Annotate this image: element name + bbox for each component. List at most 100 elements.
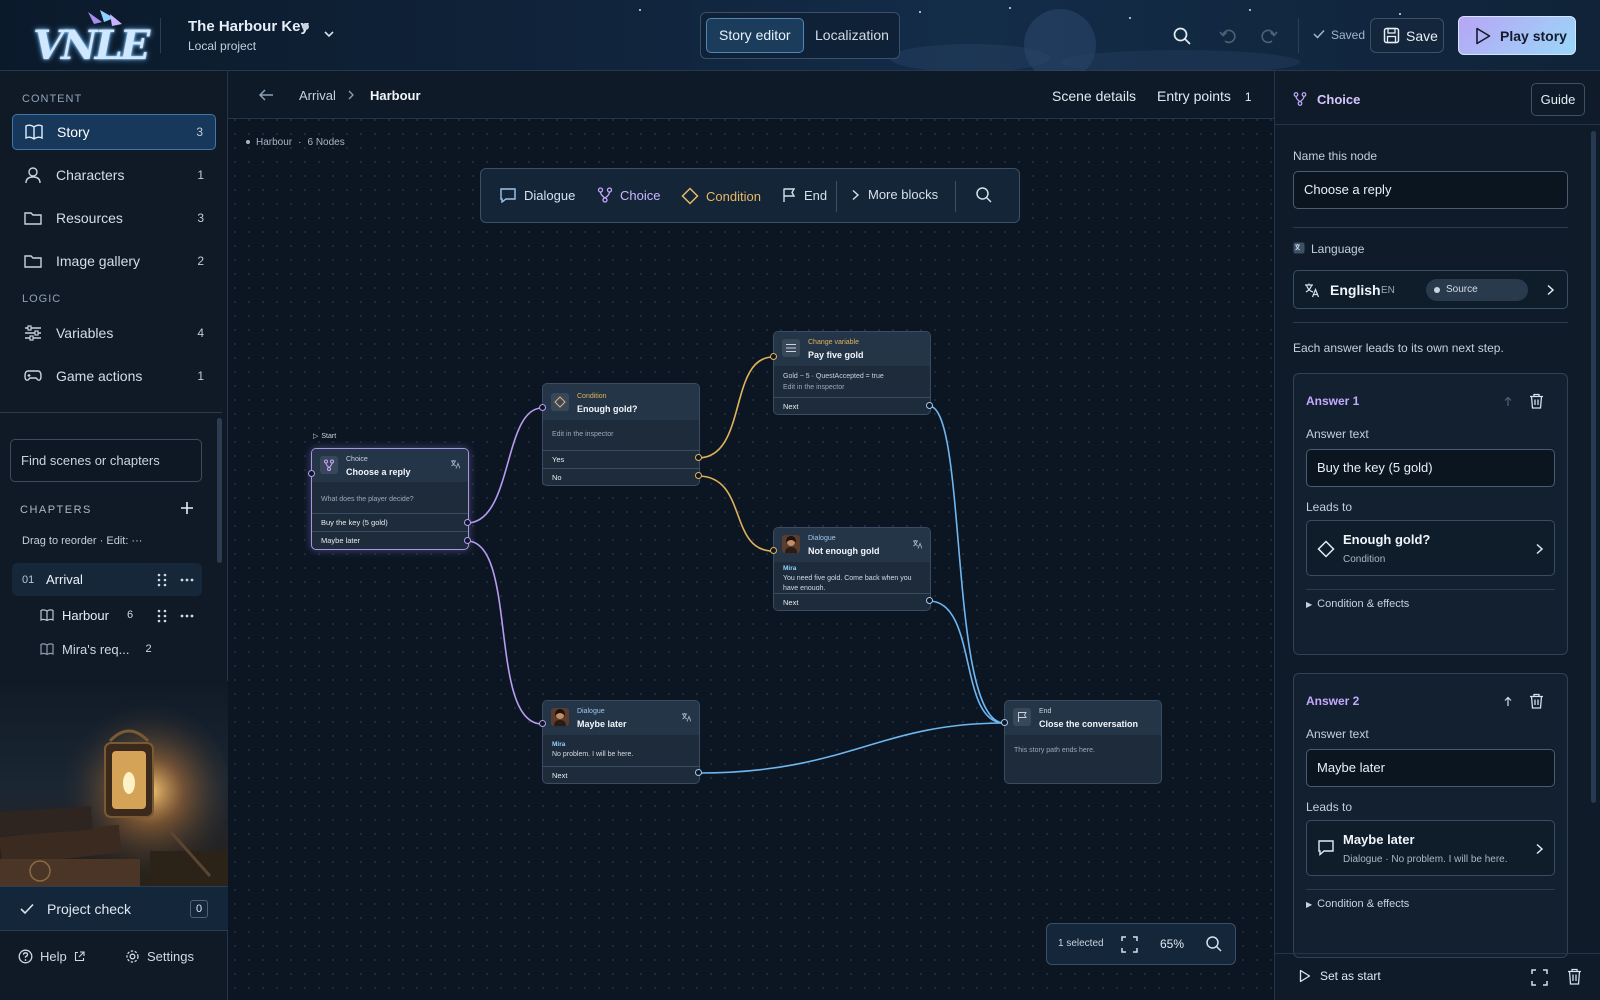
fit-view-icon[interactable]	[1121, 936, 1138, 953]
output-port[interactable]	[926, 597, 933, 604]
port-next[interactable]: Next	[774, 397, 930, 414]
palette-condition[interactable]: Condition	[681, 187, 761, 205]
search-icon[interactable]	[1170, 24, 1194, 48]
node-choice[interactable]: Choice Choose a reply What does the play…	[311, 448, 469, 550]
port-yes[interactable]: Yes	[543, 450, 699, 468]
trash-icon[interactable]	[1529, 393, 1544, 409]
input-port[interactable]	[770, 547, 777, 554]
chapter-row-arrival[interactable]: 01 Arrival	[12, 563, 202, 596]
sidebar-item-variables[interactable]: Variables 4	[12, 315, 216, 351]
palette-search-icon[interactable]	[975, 186, 993, 204]
node-name-field[interactable]: Choose a reply	[1293, 171, 1568, 209]
condition-effects-toggle[interactable]: ▶Condition & effects	[1306, 598, 1410, 610]
trash-icon[interactable]	[1529, 693, 1544, 709]
back-arrow-icon[interactable]	[258, 88, 274, 102]
node-dialogue-not-enough-gold[interactable]: Dialogue Not enough gold Mira You need f…	[773, 527, 931, 611]
divider	[1306, 889, 1555, 890]
entry-points-button[interactable]: Entry points 1	[1157, 88, 1252, 104]
sidebar-item-image-gallery[interactable]: Image gallery 2	[12, 243, 216, 279]
project-check-button[interactable]: Project check 0	[0, 886, 228, 931]
node-dialogue-maybe-later[interactable]: Dialogue Maybe later Mira No problem. I …	[542, 700, 700, 784]
output-port[interactable]	[695, 769, 702, 776]
move-up-icon[interactable]	[1504, 696, 1512, 707]
answer-text-field[interactable]: Maybe later	[1306, 749, 1555, 787]
zoom-search-icon[interactable]	[1205, 935, 1223, 953]
node-end[interactable]: End Close the conversation This story pa…	[1004, 700, 1162, 784]
output-port[interactable]	[926, 402, 933, 409]
leads-to-selector[interactable]: Enough gold? Condition	[1306, 520, 1555, 576]
undo-icon[interactable]	[1217, 25, 1239, 47]
sidebar-item-resources[interactable]: Resources 3	[12, 200, 216, 236]
more-options-icon[interactable]	[180, 578, 194, 582]
zoom-level[interactable]: 65%	[1160, 937, 1185, 951]
condition-effects-toggle[interactable]: ▶Condition & effects	[1306, 898, 1410, 910]
language-selector[interactable]: English EN Source	[1293, 270, 1568, 309]
output-port[interactable]	[695, 454, 702, 461]
tab-story-editor[interactable]: Story editor	[706, 18, 804, 53]
drag-handle-icon[interactable]	[157, 573, 167, 587]
add-chapter-icon[interactable]	[180, 501, 194, 515]
source-badge: Source	[1426, 279, 1528, 301]
sidebar-item-game-actions[interactable]: Game actions 1	[12, 358, 216, 394]
output-port[interactable]	[464, 537, 471, 544]
redo-icon[interactable]	[1258, 25, 1280, 47]
node-condition[interactable]: Condition Enough gold? Edit in the inspe…	[542, 383, 700, 486]
scene-details-button[interactable]: Scene details	[1052, 88, 1137, 104]
app-logo: VNLE	[30, 8, 150, 69]
input-port[interactable]	[1001, 719, 1008, 726]
palette-dialogue[interactable]: Dialogue	[499, 187, 575, 203]
breadcrumb-arrival[interactable]: Arrival	[299, 88, 336, 103]
sidebar-item-story[interactable]: Story 3	[12, 114, 216, 150]
tab-localization[interactable]: Localization	[815, 27, 889, 43]
answers-hint: Each answer leads to its own next step.	[1293, 341, 1504, 355]
save-button[interactable]: Save	[1370, 18, 1444, 53]
divider	[1306, 589, 1555, 590]
set-as-start-button[interactable]: Set as start	[1299, 969, 1381, 983]
port-maybe-later[interactable]: Maybe later	[312, 531, 468, 549]
scene-row-harbour[interactable]: Harbour 6	[40, 602, 133, 628]
section-label-logic: LOGIC	[22, 293, 62, 305]
port-buy-key[interactable]: Buy the key (5 gold)	[312, 513, 468, 531]
move-up-icon[interactable]	[1504, 396, 1512, 407]
story-graph-canvas[interactable]: Arrival Harbour Scene details Entry poin…	[228, 71, 1274, 1000]
flag-icon	[1013, 708, 1031, 726]
translate-icon	[1293, 242, 1305, 254]
palette-choice[interactable]: Choice	[597, 187, 660, 203]
input-port[interactable]	[308, 470, 315, 477]
output-port[interactable]	[464, 519, 471, 526]
port-next[interactable]: Next	[543, 766, 699, 783]
leads-to-selector[interactable]: Maybe later Dialogue · No problem. I wil…	[1306, 820, 1555, 876]
answer-text-field[interactable]: Buy the key (5 gold)	[1306, 449, 1555, 487]
sidebar-item-characters[interactable]: Characters 1	[12, 157, 216, 193]
input-port[interactable]	[539, 404, 546, 411]
inspector-scrollbar[interactable]	[1591, 131, 1596, 803]
palette-more-blocks[interactable]: More blocks	[851, 187, 938, 202]
edge-later-end	[697, 722, 1005, 774]
settings-link[interactable]: Settings	[125, 949, 194, 964]
project-menu-chevron-icon[interactable]	[322, 27, 336, 41]
find-scenes-input[interactable]: Find scenes or chapters	[10, 439, 202, 482]
branch-icon	[1293, 92, 1307, 106]
expand-icon[interactable]	[1531, 969, 1548, 986]
scene-row-miras-request[interactable]: Mira's req... 2	[40, 636, 152, 662]
guide-button[interactable]: Guide	[1531, 83, 1585, 116]
port-next[interactable]: Next	[774, 593, 930, 610]
sidebar-scrollbar[interactable]	[217, 418, 222, 563]
input-port[interactable]	[770, 353, 777, 360]
output-port[interactable]	[695, 472, 702, 479]
play-story-button[interactable]: Play story	[1458, 16, 1576, 55]
more-options-icon[interactable]	[180, 614, 194, 618]
node-change-variable[interactable]: Change variable Pay five gold Gold − 5 ·…	[773, 331, 931, 415]
zoom-controls: 1 selected 65%	[1046, 923, 1236, 965]
delete-node-icon[interactable]	[1567, 968, 1582, 985]
port-no[interactable]: No	[543, 468, 699, 485]
diamond-icon	[551, 393, 569, 411]
drag-handle-icon[interactable]	[157, 609, 167, 623]
palette-end[interactable]: End	[781, 187, 827, 203]
help-link[interactable]: Help	[18, 949, 85, 964]
input-port[interactable]	[539, 720, 546, 727]
folder-icon	[24, 212, 42, 225]
external-link-icon	[74, 951, 85, 962]
divider	[836, 181, 837, 212]
